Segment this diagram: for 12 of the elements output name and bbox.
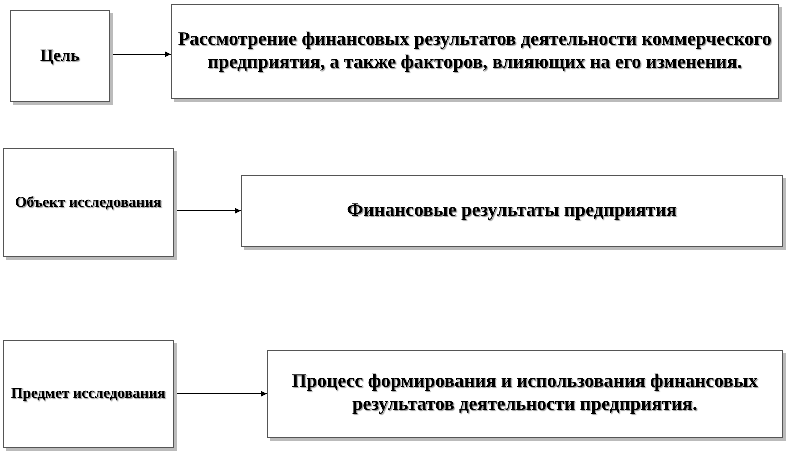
box-text: Объект исследования	[15, 194, 162, 212]
box-text: Рассмотрение финансовых результатов деятельности коммерческого предприятия, а также факторов, влияющих на его изменения.	[178, 28, 772, 74]
box-text: Цель	[40, 46, 80, 66]
text-box	[171, 4, 779, 99]
text-box	[3, 148, 174, 257]
text-box	[267, 350, 783, 438]
box-text: Процесс формирования и использования финансовых результатов деятельности предприятия.	[291, 371, 759, 417]
text-box	[10, 10, 110, 102]
box-text: Предмет исследования	[11, 385, 166, 403]
text-box	[241, 175, 783, 247]
box-text: Финансовые результаты предприятия	[347, 200, 677, 222]
text-box	[3, 340, 174, 448]
